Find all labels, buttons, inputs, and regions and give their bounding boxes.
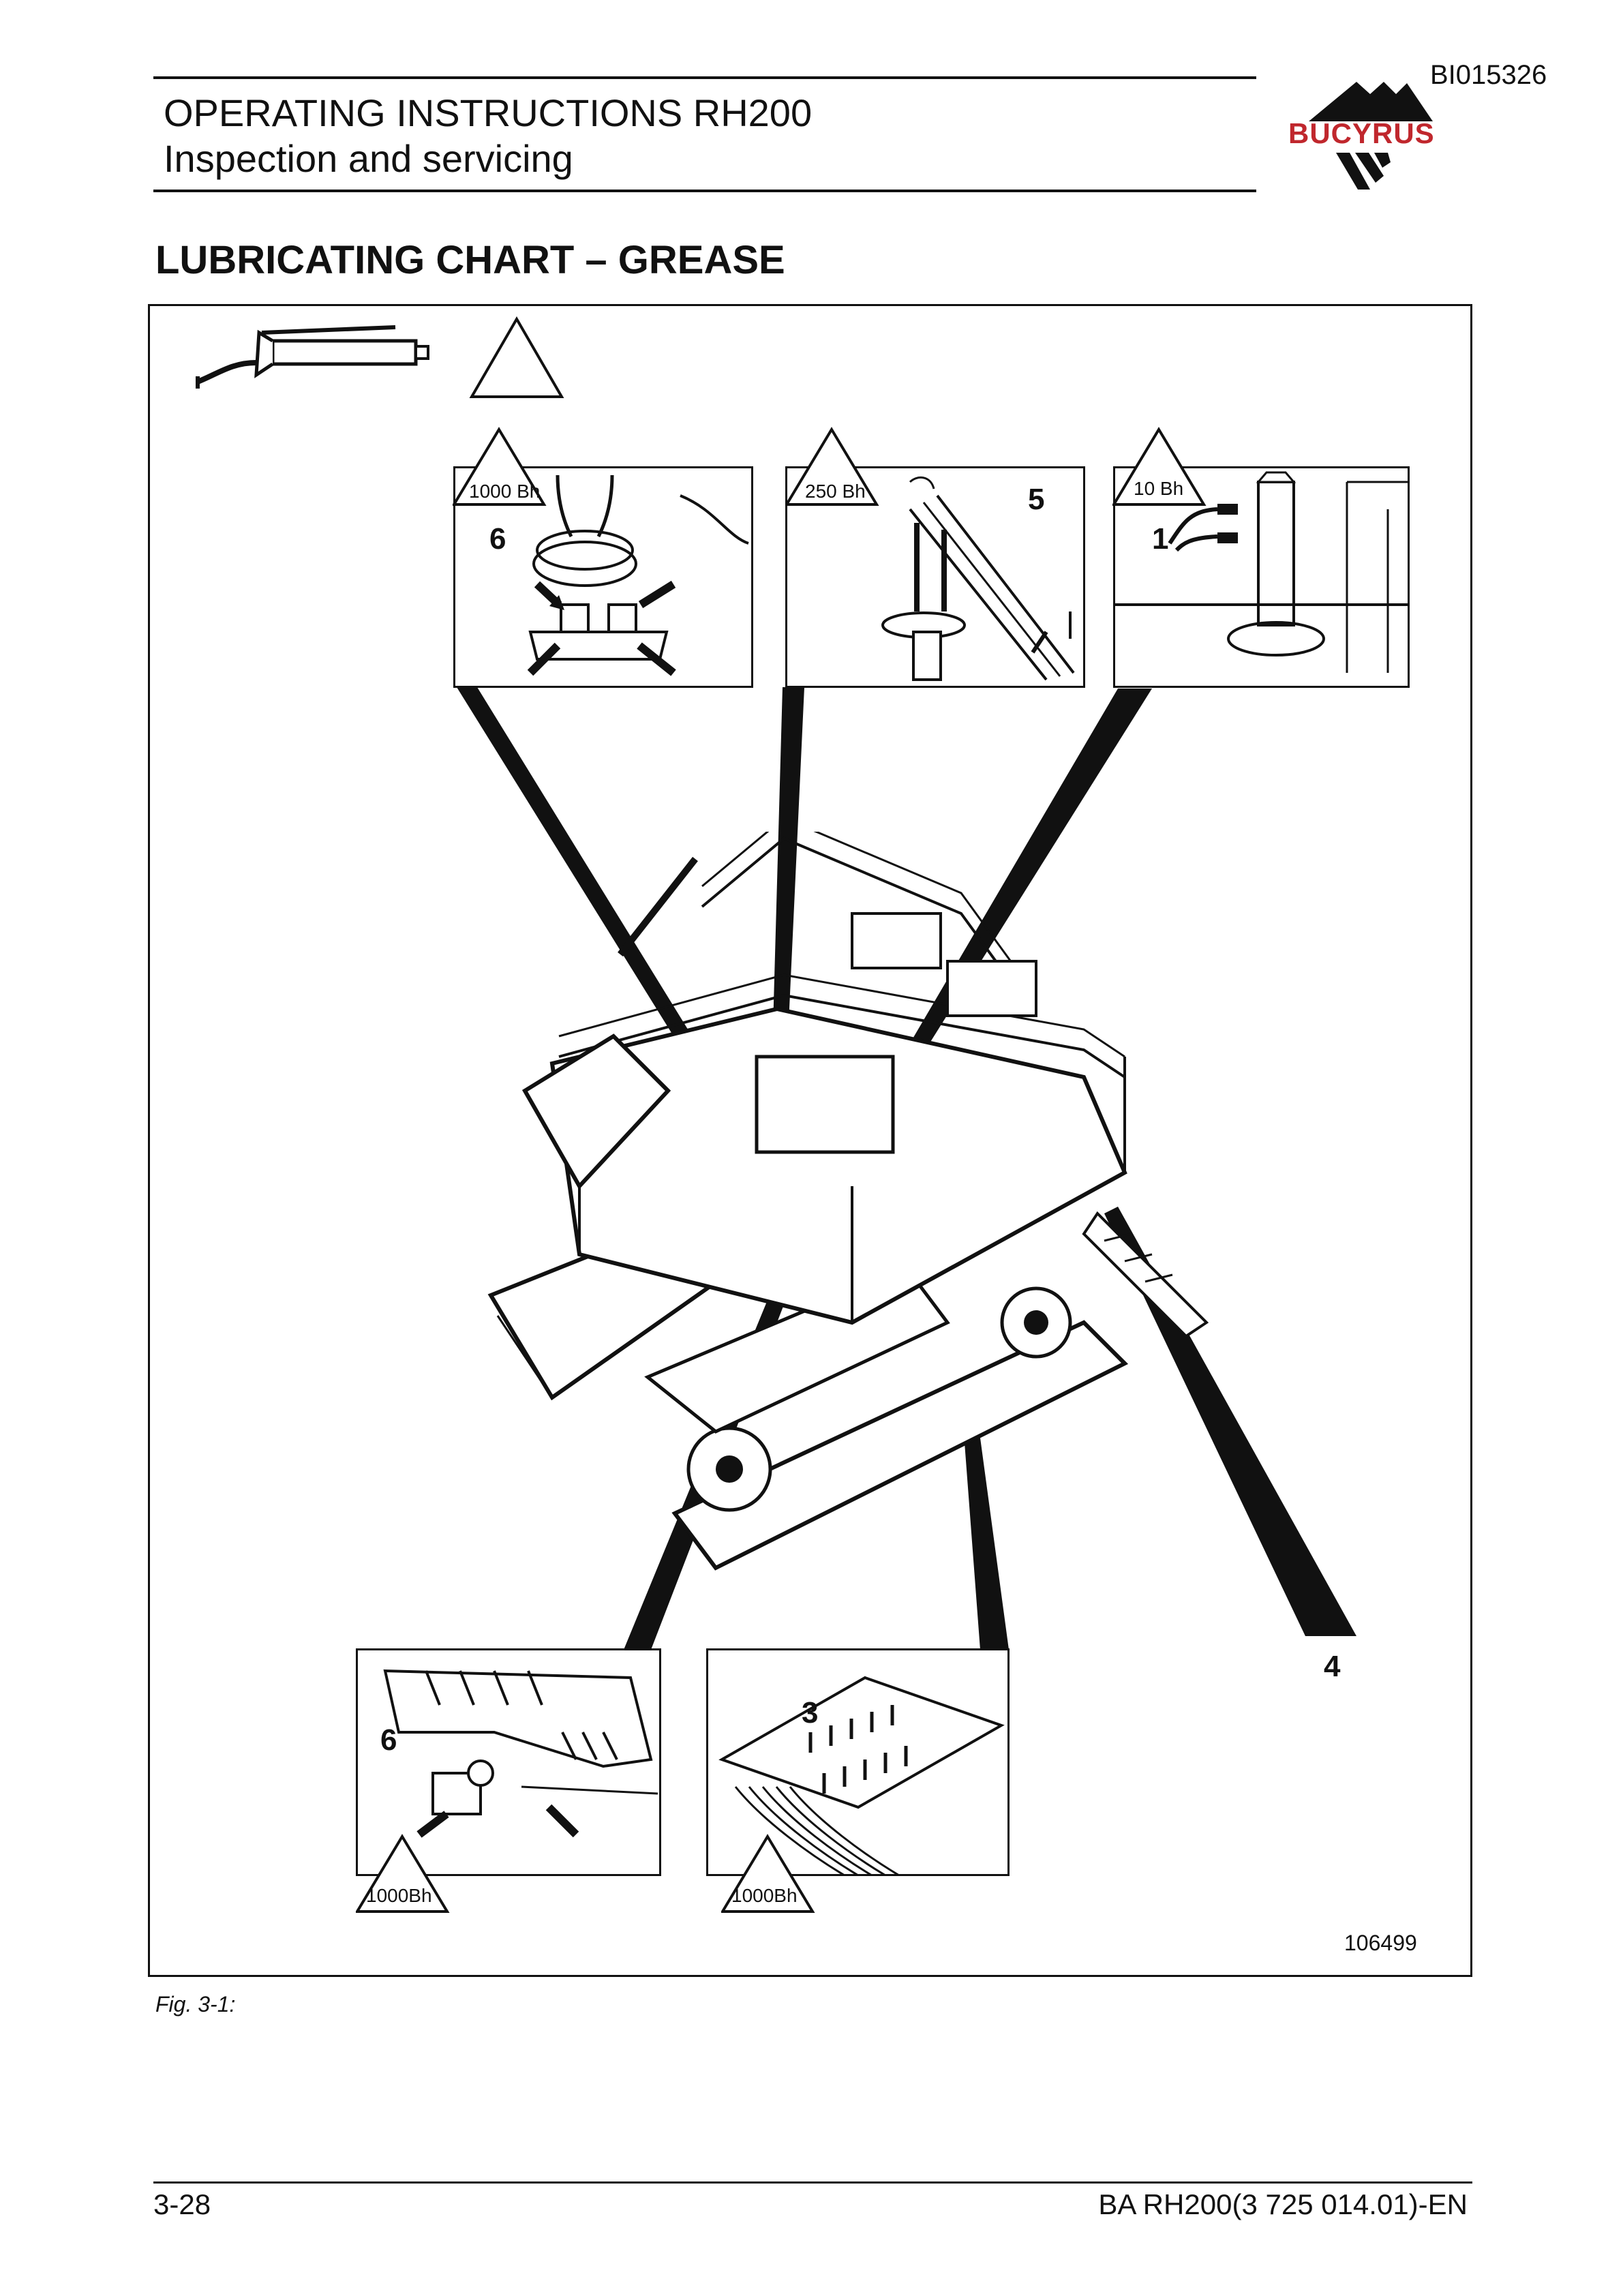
callout-number: 5 — [1028, 483, 1045, 516]
logo-text: BUCYRUS — [1288, 117, 1435, 149]
central-lube-pump-drawing — [1115, 471, 1408, 673]
callout-number: 6 — [489, 522, 506, 556]
interval-triangle-6-bottom — [356, 1834, 450, 1913]
document-reference: BA RH200(3 725 014.01)-EN — [1098, 2188, 1468, 2220]
interval-triangle-6-top — [453, 427, 547, 506]
figure-caption: Fig. 3-1: — [155, 1992, 236, 2016]
detail-box-3 — [706, 1648, 1010, 1877]
interval-triangle-3 — [721, 1834, 815, 1913]
excavator-drawing — [487, 832, 1209, 1571]
boom-cylinder-drawing — [881, 476, 1075, 681]
page-subtitle: Inspection and servicing — [164, 137, 573, 180]
footer-rule — [153, 2181, 1472, 2184]
grease-distributor-drawing — [718, 1676, 1005, 1877]
interval-label: 250 Bh — [805, 481, 866, 502]
interval-triangle-1 — [1112, 427, 1207, 506]
section-heading: LUBRICATING CHART – GREASE — [155, 238, 785, 282]
figure-number: 106499 — [1344, 1931, 1417, 1955]
page-title: OPERATING INSTRUCTIONS RH200 — [164, 91, 813, 134]
track-tensioner-drawing — [383, 1669, 658, 1838]
page-number: 3-28 — [153, 2188, 211, 2220]
bucyrus-logo: BUCYRUS — [1288, 82, 1435, 190]
callout-number: 3 — [802, 1696, 819, 1729]
interval-label: 1000Bh — [731, 1885, 798, 1906]
interval-triangle-5 — [785, 427, 879, 506]
document-id: BI015326 — [1430, 60, 1547, 90]
interval-label: 10 Bh — [1134, 478, 1184, 499]
callout-number: 1 — [1152, 522, 1169, 556]
interval-label: 1000Bh — [366, 1885, 432, 1906]
figure-frame — [148, 304, 1472, 1977]
detail-box-6-bottom — [356, 1648, 661, 1876]
callout-number: 6 — [380, 1723, 397, 1757]
header-top-rule — [153, 76, 1256, 79]
callout-number: 4 — [1324, 1650, 1341, 1683]
slew-ring-drawing — [527, 474, 749, 676]
warning-triangle-icon — [469, 316, 564, 398]
interval-label: 1000 Bh — [469, 481, 541, 502]
grease-gun-icon — [196, 325, 429, 389]
header-bottom-rule — [153, 190, 1256, 192]
